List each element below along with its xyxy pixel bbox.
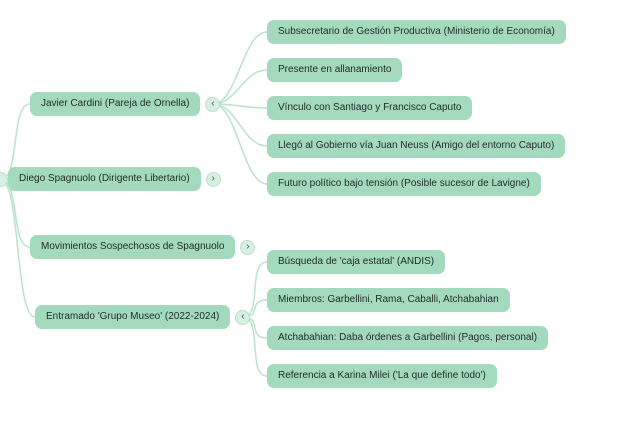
mindmap-node-allanamiento[interactable]: Presente en allanamiento — [267, 58, 403, 82]
mindmap-node-vinculo-caputo[interactable]: Vínculo con Santiago y Francisco Caputo — [267, 96, 473, 120]
collapse-toggle-javier[interactable]: ‹ — [205, 96, 221, 112]
collapse-toggle-entramado[interactable]: ‹ — [235, 309, 251, 325]
mindmap-leaf-allanamiento: Presente en allanamiento — [267, 58, 403, 82]
mindmap-node-referencia-karina-milei[interactable]: Referencia a Karina Milei ('La que defin… — [267, 364, 497, 388]
mindmap-node-miembros[interactable]: Miembros: Garbellini, Rama, Caballi, Atc… — [267, 288, 510, 312]
mindmap-node-llego-gobierno[interactable]: Llegó al Gobierno vía Juan Neuss (Amigo … — [267, 134, 566, 158]
mindmap-node-busqueda-caja-estatal[interactable]: Búsqueda de 'caja estatal' (ANDIS) — [267, 250, 446, 274]
connector-line — [212, 69, 268, 105]
connector-line — [212, 103, 268, 185]
expand-toggle-diego[interactable]: › — [205, 171, 221, 187]
mindmap-leaf-llego: Llegó al Gobierno vía Juan Neuss (Amigo … — [267, 134, 566, 158]
mindmap-node-atchabahian-ordenes[interactable]: Atchabahian: Daba órdenes a Garbellini (… — [267, 326, 549, 350]
chevron-right-icon: › — [246, 241, 250, 252]
root-node-toggle[interactable] — [0, 172, 8, 187]
mindmap-branch-movimientos: Movimientos Sospechosos de Spagnuolo › — [30, 235, 256, 259]
mindmap-node-subsecretario[interactable]: Subsecretario de Gestión Productiva (Min… — [267, 20, 566, 44]
mindmap-branch-diego: Diego Spagnuolo (Dirigente Libertario) › — [8, 167, 221, 191]
mindmap-leaf-subsecretario: Subsecretario de Gestión Productiva (Min… — [267, 20, 566, 44]
mindmap-leaf-referencia: Referencia a Karina Milei ('La que defin… — [267, 364, 497, 388]
mindmap-leaf-atchabahian: Atchabahian: Daba órdenes a Garbellini (… — [267, 326, 549, 350]
connector-line — [212, 103, 268, 109]
mindmap-branch-entramado: Entramado 'Grupo Museo' (2022-2024) ‹ — [35, 305, 251, 329]
mindmap-node-javier-cardini[interactable]: Javier Cardini (Pareja de Ornella) — [30, 92, 201, 116]
mindmap-node-diego-spagnuolo[interactable]: Diego Spagnuolo (Dirigente Libertario) — [8, 167, 201, 191]
mindmap-leaf-busqueda: Búsqueda de 'caja estatal' (ANDIS) — [267, 250, 446, 274]
mindmap-leaf-miembros: Miembros: Garbellini, Rama, Caballi, Atc… — [267, 288, 510, 312]
chevron-right-icon: › — [211, 173, 215, 184]
mindmap-node-entramado-grupo-museo[interactable]: Entramado 'Grupo Museo' (2022-2024) — [35, 305, 231, 329]
mindmap-node-movimientos-sospechosos[interactable]: Movimientos Sospechosos de Spagnuolo — [30, 235, 236, 259]
connector-line — [212, 103, 268, 147]
mindmap-node-futuro-politico[interactable]: Futuro político bajo tensión (Posible su… — [267, 172, 541, 196]
mindmap-leaf-futuro: Futuro político bajo tensión (Posible su… — [267, 172, 541, 196]
mindmap-branch-javier: Javier Cardini (Pareja de Ornella) ‹ — [30, 92, 221, 116]
mindmap-leaf-vinculo: Vínculo con Santiago y Francisco Caputo — [267, 96, 473, 120]
chevron-left-icon: ‹ — [211, 98, 215, 109]
connector-line — [212, 31, 268, 105]
expand-toggle-movimientos[interactable]: › — [240, 239, 256, 255]
chevron-left-icon: ‹ — [241, 311, 245, 322]
